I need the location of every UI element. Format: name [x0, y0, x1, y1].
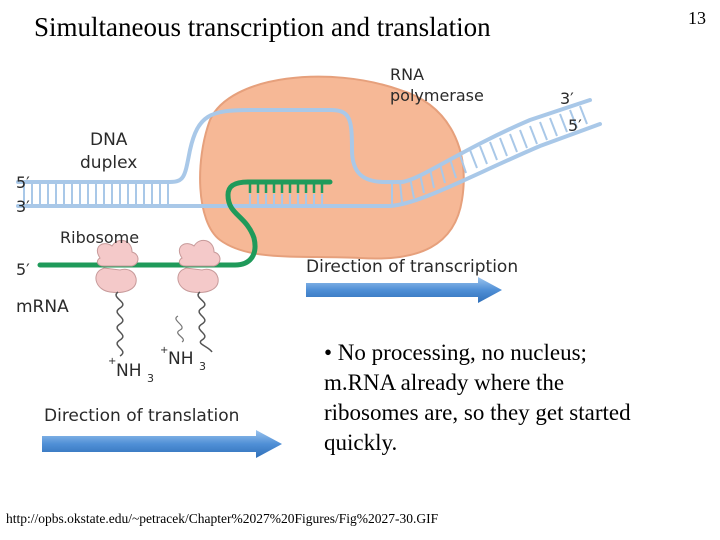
- mrna-label: mRNA: [16, 297, 69, 317]
- polypeptide-1: [115, 291, 124, 357]
- ribosome-2: [177, 239, 221, 293]
- nh3-sub-1: 3: [147, 372, 154, 385]
- nh3-sub-2: 3: [199, 360, 206, 373]
- dna-bottom-strand: [16, 122, 602, 208]
- direction-transcription-label: Direction of transcription: [306, 257, 518, 277]
- five-prime-left-label: 5′: [16, 173, 30, 192]
- slide-title: Simultaneous transcription and translati…: [34, 12, 491, 42]
- ribosome-1: [95, 239, 139, 293]
- ribosome-label: Ribosome: [60, 228, 139, 247]
- nh3-label-2: NH: [168, 349, 194, 369]
- nh3-plus-1: +: [108, 356, 116, 367]
- dna-top-strand: [16, 98, 592, 184]
- template-bases: [249, 194, 323, 206]
- direction-translation-label: Direction of translation: [44, 406, 239, 426]
- translation-arrow: [42, 430, 282, 458]
- dna-duplex-label-1: DNA: [90, 130, 128, 150]
- polypeptide-2: [197, 291, 213, 353]
- nh3-label-1: NH: [116, 361, 142, 381]
- rna-polymerase-blob: [199, 75, 465, 260]
- mrna-strand: [37, 179, 333, 268]
- transcription-arrow: [306, 277, 502, 303]
- three-prime-left-label: 3′: [16, 197, 30, 216]
- three-prime-right-label: 3′: [560, 89, 574, 108]
- slide-number: 13: [688, 8, 706, 28]
- mrna-five-prime-label: 5′: [16, 260, 30, 279]
- five-prime-right-label: 5′: [568, 116, 582, 135]
- nh3-plus-2: +: [160, 345, 168, 356]
- dna-base-pairs-left: [23, 184, 169, 204]
- rna-polymerase-label-1: RNA: [390, 65, 424, 84]
- polypeptide-2b: [175, 315, 184, 343]
- bullet-text: • No processing, no nucleus; m.RNA alrea…: [324, 340, 631, 455]
- dna-base-pairs-right: [391, 105, 588, 204]
- rna-polymerase-label-2: polymerase: [390, 86, 484, 105]
- dna-duplex-label-2: duplex: [80, 153, 137, 173]
- mrna-bases: [248, 182, 324, 193]
- source-url[interactable]: http://opbs.okstate.edu/~petracek/Chapte…: [6, 511, 439, 526]
